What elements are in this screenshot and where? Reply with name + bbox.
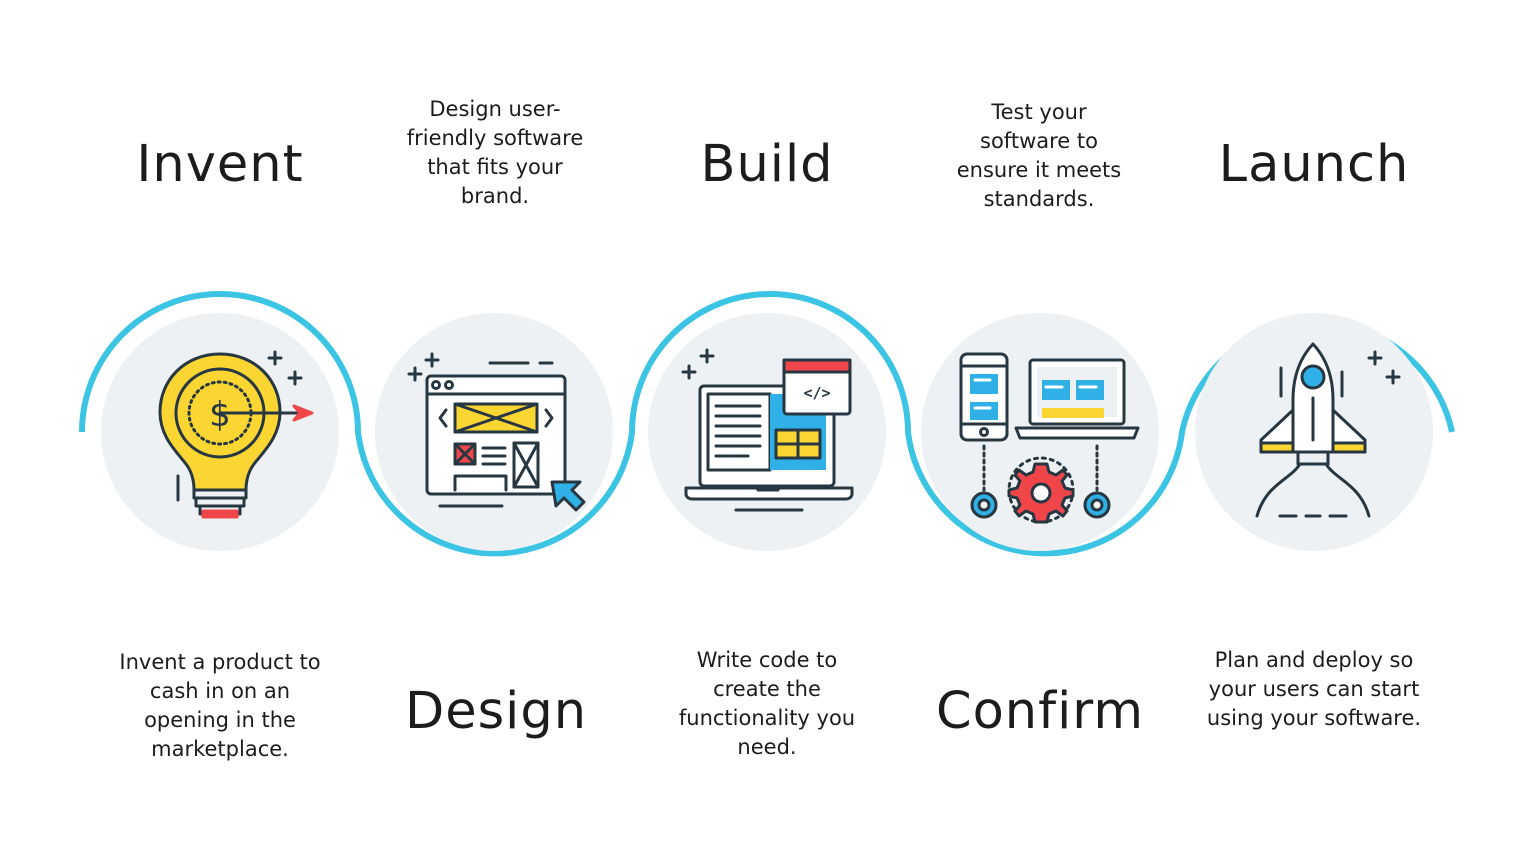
wireframe-browser-icon [407, 352, 586, 512]
step-description-build: Write code to create the functionality y… [678, 648, 856, 759]
step-title-launch: Launch [1218, 135, 1410, 194]
lightbulb-dollar-icon: $ [158, 350, 314, 519]
step-description-design: Design user-friendly software that fits … [406, 97, 584, 208]
svg-text:$: $ [209, 395, 231, 435]
step-title-build: Build [700, 135, 834, 194]
step-title-invent: Invent [136, 135, 304, 194]
laptop-code-icon: </> [681, 348, 854, 512]
rocket-icon [1255, 342, 1401, 518]
step-description-invent: Invent a product to cash in on an openin… [119, 650, 321, 761]
wave-connector [79, 291, 1455, 557]
step-description-confirm: Test your software to ensure it meets st… [956, 100, 1122, 211]
step-description-launch: Plan and deploy so your users can start … [1206, 648, 1422, 730]
svg-text:</>: </> [803, 384, 830, 402]
step-title-confirm: Confirm [935, 682, 1144, 741]
step-title-design: Design [404, 682, 588, 741]
devices-gears-icon [959, 352, 1140, 524]
